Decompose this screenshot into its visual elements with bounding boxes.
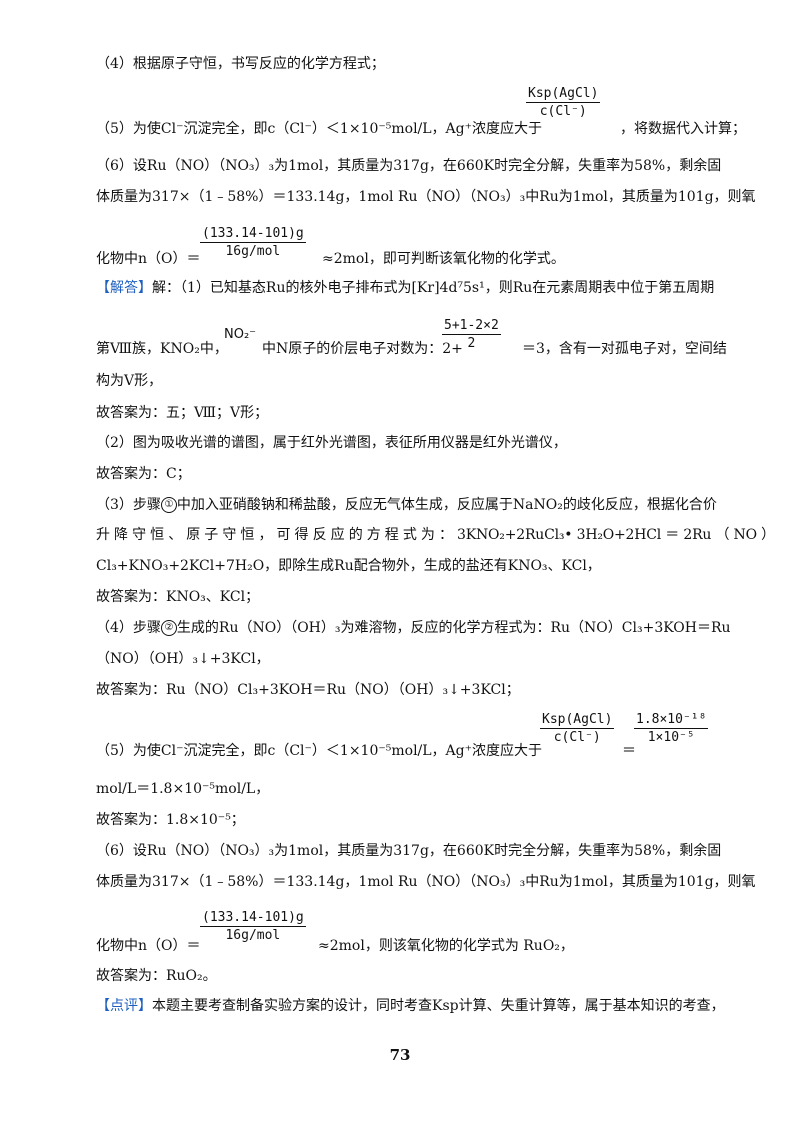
mass-fraction-2: (133.14-101)g 16g/mol: [200, 910, 306, 943]
text: 故答案为：Ru（NO）Cl₃+3KOH＝Ru（NO）（OH）₃↓+3KCl；: [96, 682, 520, 698]
text: （3）步骤: [96, 497, 161, 513]
fraction-bar: [634, 728, 709, 729]
fraction-bar: [540, 728, 615, 729]
text: ≈2mol，即可判断该氧化物的化学式。: [322, 251, 565, 267]
ksp-numerator: Ksp(AgCl): [542, 712, 613, 727]
answer-line-1b-pre: 第Ⅷ族，KNO₂中，: [96, 340, 228, 358]
page-number: 73: [389, 1046, 411, 1064]
fraction-bar: [442, 334, 501, 335]
ksp-fraction-2: Ksp(AgCl) c(Cl⁻): [540, 712, 615, 745]
mass-denominator: 16g/mol: [225, 928, 281, 943]
text: 故答案为：五；Ⅷ；V形；: [96, 405, 269, 421]
answer-line-1d: 故答案为：五；Ⅷ；V形；: [96, 404, 268, 422]
vsepr-fraction: 5+1-2×2 2: [442, 318, 501, 351]
text: 故答案为：C；: [96, 466, 191, 482]
mass-numerator: (133.14-101)g: [202, 226, 304, 241]
ksp-fraction-1: Ksp(AgCl) c(Cl⁻): [526, 86, 601, 119]
answer-line-4b: （NO）（OH）₃↓+3KCl，: [96, 650, 270, 668]
answer-line-5a: （5）为使Cl⁻沉淀完全，即c（Cl⁻）＜1×10⁻⁵mol/L，Ag⁺浓度应大…: [96, 742, 542, 760]
text: ＝: [622, 743, 636, 759]
vsepr-denominator: 2: [467, 336, 476, 351]
text: ，将数据代入计算；: [620, 121, 746, 137]
text: 中加入亚硝酸钠和稀盐酸，反应无气体生成，反应属于NaNO₂的歧化反应，根据化合价: [176, 497, 717, 513]
vsepr-numerator: 5+1-2×2: [444, 318, 499, 333]
analysis-line-6b: 体质量为317×（1﹣58%）＝133.14g，1mol Ru（NO）（NO₃）…: [96, 188, 756, 206]
answer-line-1c: 构为V形，: [96, 372, 162, 390]
text: （4）步骤: [96, 620, 161, 636]
analysis-line-6c-post: ≈2mol，即可判断该氧化物的化学式。: [322, 250, 565, 268]
text: （4）根据原子守恒，书写反应的化学方程式；: [96, 56, 385, 72]
ksp-value-numerator: 1.8×10⁻¹⁸: [636, 712, 707, 727]
answer-line-6c-pre: 化物中n（O）＝: [96, 937, 201, 955]
fraction-bar: [526, 102, 601, 103]
answer-line-5a-eq: ＝: [622, 742, 636, 760]
answer-line-1: 【解答】解：（1）已知基态Ru的核外电子排布式为[Kr]4d⁷5s¹，则Ru在元…: [96, 279, 714, 297]
text: 中N原子的价层电子对数为：2+: [262, 341, 463, 357]
text: 体质量为317×（1﹣58%）＝133.14g，1mol Ru（NO）（NO₃）…: [96, 874, 756, 890]
text: 生成的Ru（NO）（OH）₃为难溶物，反应的化学方程式为：Ru（NO）Cl₃+3…: [176, 620, 731, 636]
text: 升 降 守 恒 、 原 子 守 恒 ， 可 得 反 应 的 方 程 式 为 ： …: [96, 527, 775, 543]
text: ＝3，含有一对孤电子对，空间结: [522, 341, 727, 357]
answer-line-5b: mol/L＝1.8×10⁻⁵mol/L，: [96, 780, 269, 798]
answer-line-2b: 故答案为：C；: [96, 465, 191, 483]
text: 故答案为：1.8×10⁻⁵；: [96, 812, 245, 828]
text: （6）设Ru（NO）（NO₃）₃为1mol，其质量为317g，在660K时完全分…: [96, 843, 722, 859]
answer-tag: 【解答】: [96, 280, 152, 296]
text: 构为V形，: [96, 373, 163, 389]
step-1-mark: ①: [160, 497, 177, 513]
answer-line-6b: 体质量为317×（1﹣58%）＝133.14g，1mol Ru（NO）（NO₃）…: [96, 873, 756, 891]
text: 第Ⅷ族，KNO₂中，: [96, 341, 228, 357]
answer-line-6c-post: ≈2mol，则该氧化物的化学式为 RuO₂，: [318, 937, 574, 955]
ksp-value-denominator: 1×10⁻⁵: [647, 730, 695, 745]
text: Cl₃+KNO₃+2KCl+7H₂O，即除生成Ru配合物外，生成的盐还有KNO₃…: [96, 558, 601, 574]
ksp-numerator: Ksp(AgCl): [528, 86, 599, 101]
step-2-mark: ②: [160, 620, 177, 636]
text: （2）图为吸收光谱的谱图，属于红外光谱图，表征所用仪器是红外光谱仪，: [96, 435, 567, 451]
ksp-denominator: c(Cl⁻): [539, 104, 587, 119]
answer-line-1b-post: ＝3，含有一对孤电子对，空间结: [522, 340, 727, 358]
text: 故答案为：RuO₂。: [96, 968, 217, 984]
text: （5）为使Cl⁻沉淀完全，即c（Cl⁻）＜1×10⁻⁵mol/L，Ag⁺浓度应大…: [96, 743, 543, 759]
text: （NO）（OH）₃↓+3KCl，: [96, 651, 270, 667]
comment-line: 【点评】本题主要考查制备实验方案的设计，同时考查Ksp计算、失重计算等，属于基本…: [96, 997, 725, 1015]
text: 本题主要考查制备实验方案的设计，同时考查Ksp计算、失重计算等，属于基本知识的考…: [152, 998, 725, 1014]
text: mol/L＝1.8×10⁻⁵mol/L，: [96, 781, 270, 797]
comment-tag: 【点评】: [96, 998, 152, 1014]
text: NO₂⁻: [224, 327, 257, 342]
fraction-bar: [200, 242, 306, 243]
mass-numerator: (133.14-101)g: [202, 910, 304, 925]
answer-line-3c: Cl₃+KNO₃+2KCl+7H₂O，即除生成Ru配合物外，生成的盐还有KNO₃…: [96, 557, 601, 575]
ksp-denominator: c(Cl⁻): [553, 730, 601, 745]
no2-formula: NO₂⁻: [224, 326, 256, 344]
analysis-line-4: （4）根据原子守恒，书写反应的化学方程式；: [96, 55, 385, 73]
answer-line-3b: 升 降 守 恒 、 原 子 守 恒 ， 可 得 反 应 的 方 程 式 为 ： …: [96, 526, 775, 544]
analysis-line-5: （5）为使Cl⁻沉淀完全，即c（Cl⁻）＜1×10⁻⁵mol/L，Ag⁺浓度应大…: [96, 120, 542, 138]
text: 化物中n（O）＝: [96, 251, 201, 267]
answer-line-6a: （6）设Ru（NO）（NO₃）₃为1mol，其质量为317g，在660K时完全分…: [96, 842, 721, 860]
answer-line-3d: 故答案为：KNO₃、KCl；: [96, 588, 259, 606]
text: 解：（1）已知基态Ru的核外电子排布式为[Kr]4d⁷5s¹，则Ru在元素周期表…: [152, 280, 715, 296]
answer-line-5c: 故答案为：1.8×10⁻⁵；: [96, 811, 245, 829]
text: （6）设Ru（NO）（NO₃）₃为1mol，其质量为317g，在660K时完全分…: [96, 158, 722, 174]
text: （5）为使Cl⁻沉淀完全，即c（Cl⁻）＜1×10⁻⁵mol/L，Ag⁺浓度应大…: [96, 121, 543, 137]
analysis-line-6a: （6）设Ru（NO）（NO₃）₃为1mol，其质量为317g，在660K时完全分…: [96, 157, 721, 175]
analysis-line-5-tail: ，将数据代入计算；: [620, 120, 746, 138]
mass-fraction-1: (133.14-101)g 16g/mol: [200, 226, 306, 259]
answer-line-1b-mid: 中N原子的价层电子对数为：2+: [262, 340, 463, 358]
answer-line-2a: （2）图为吸收光谱的谱图，属于红外光谱图，表征所用仪器是红外光谱仪，: [96, 434, 567, 452]
analysis-line-6c-pre: 化物中n（O）＝: [96, 250, 201, 268]
answer-line-6d: 故答案为：RuO₂。: [96, 967, 217, 985]
answer-line-4c: 故答案为：Ru（NO）Cl₃+3KOH＝Ru（NO）（OH）₃↓+3KCl；: [96, 681, 520, 699]
text: 故答案为：KNO₃、KCl；: [96, 589, 260, 605]
text: 体质量为317×（1﹣58%）＝133.14g，1mol Ru（NO）（NO₃）…: [96, 189, 756, 205]
text: ≈2mol，则该氧化物的化学式为 RuO₂，: [318, 938, 574, 954]
text: 化物中n（O）＝: [96, 938, 201, 954]
fraction-bar: [200, 926, 306, 927]
mass-denominator: 16g/mol: [225, 244, 281, 259]
ksp-value-fraction: 1.8×10⁻¹⁸ 1×10⁻⁵: [634, 712, 709, 745]
